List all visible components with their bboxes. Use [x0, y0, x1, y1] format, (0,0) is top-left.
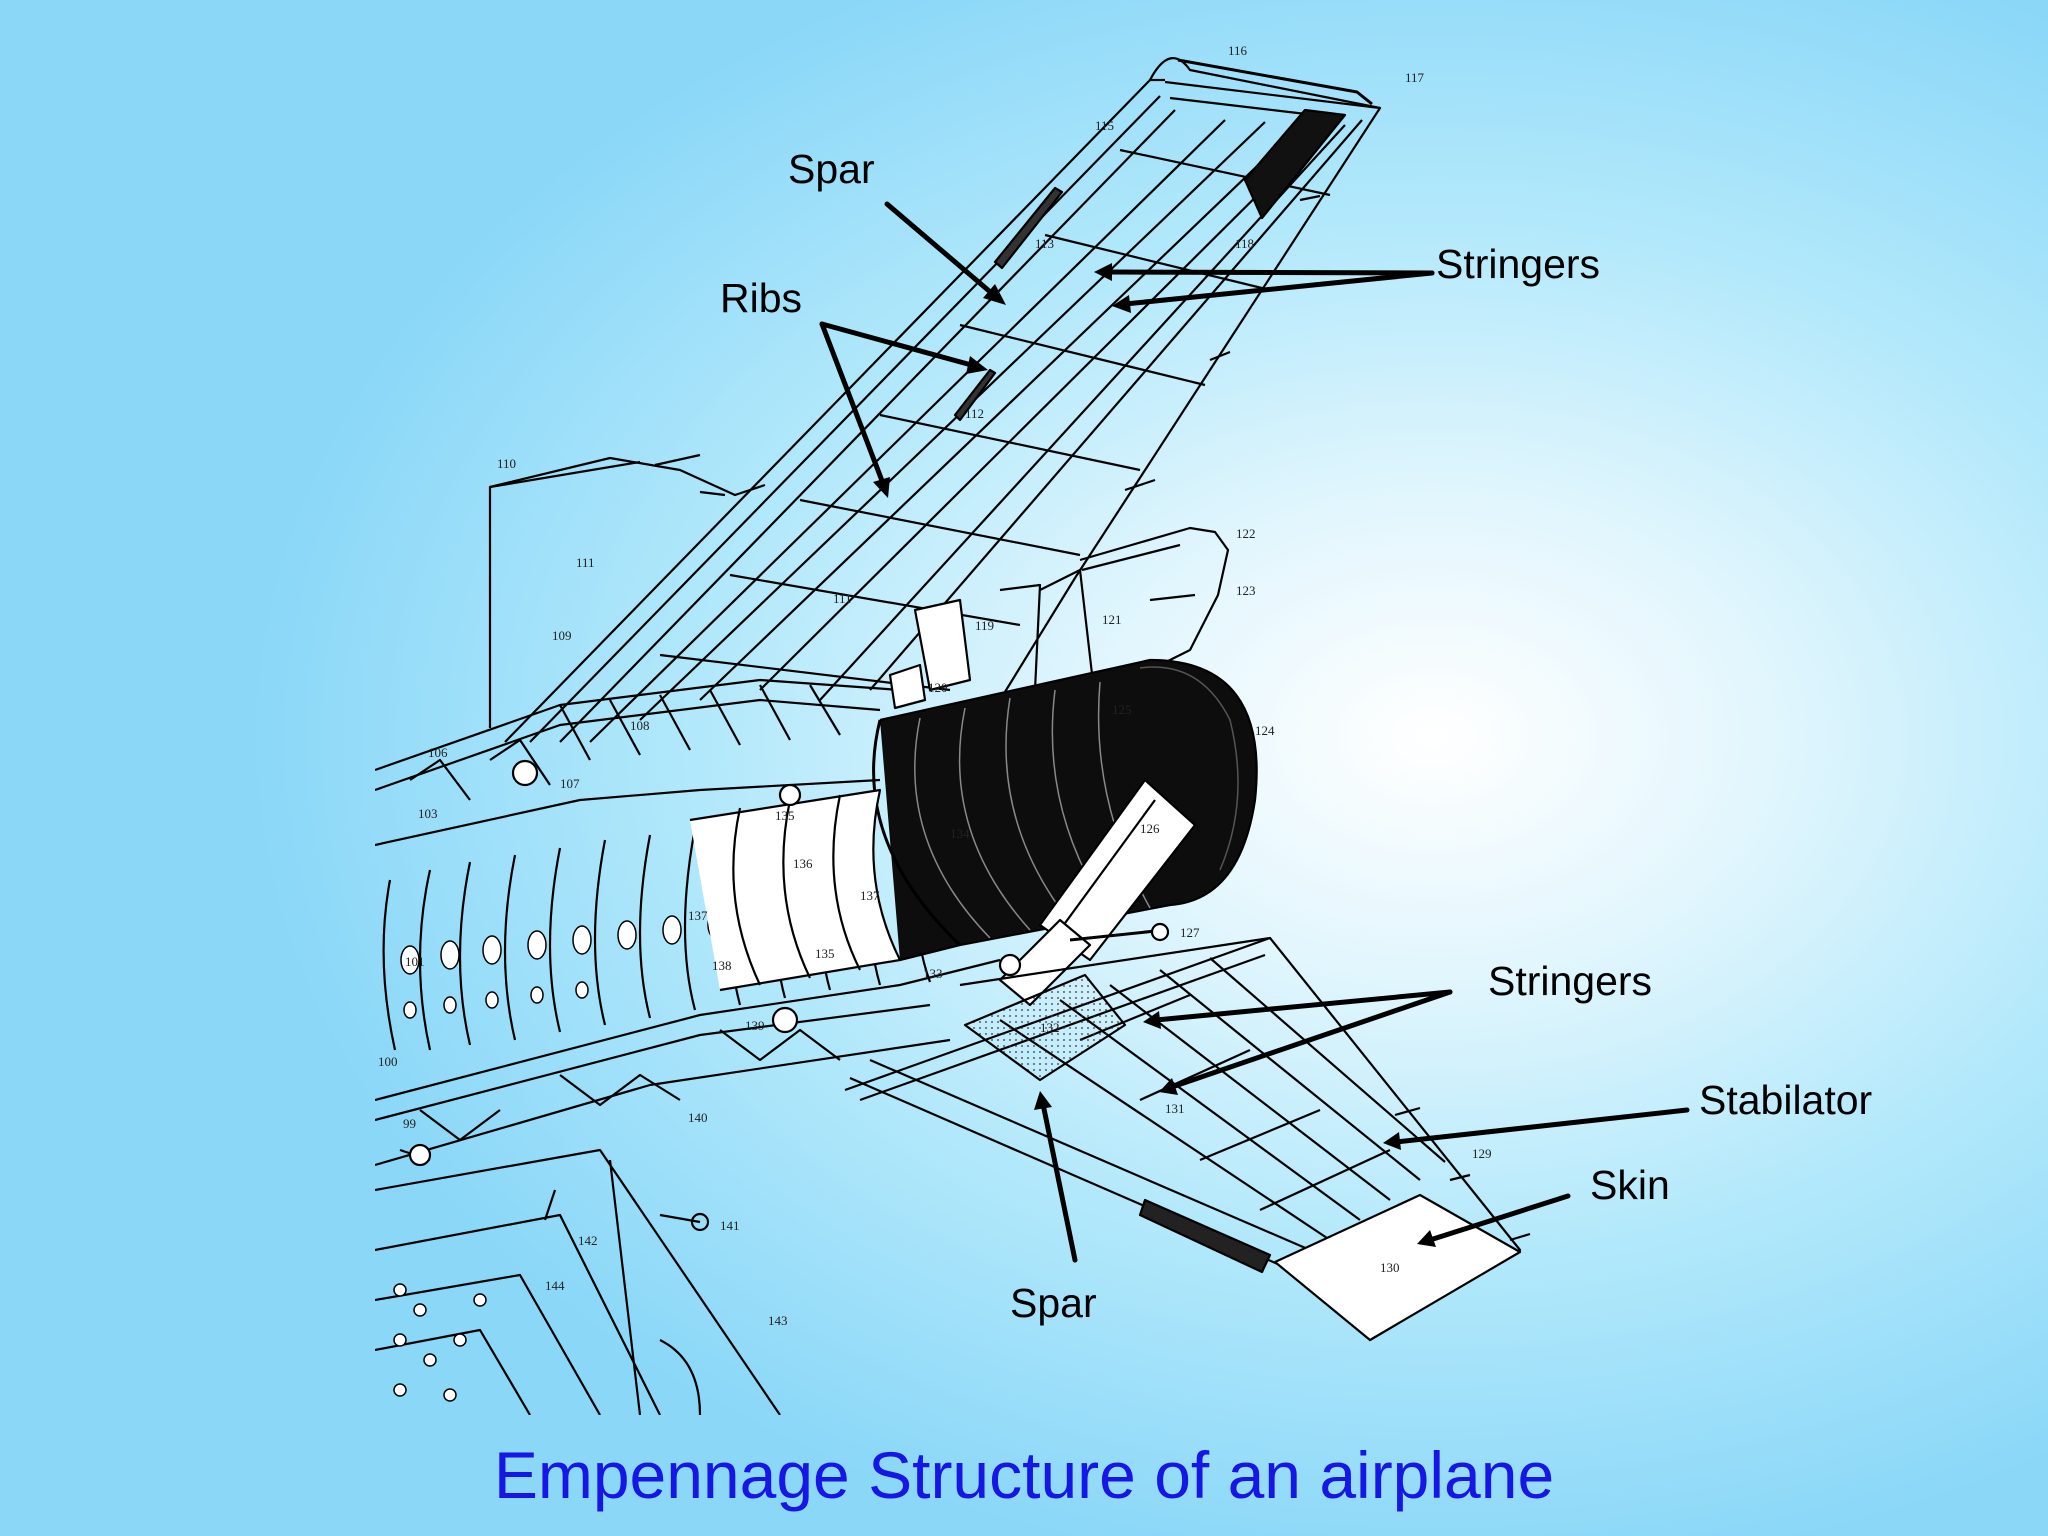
- part-number: 119: [975, 618, 994, 633]
- page-title: Empennage Structure of an airplane: [493, 1438, 1555, 1512]
- arrow-ribs: [819, 321, 988, 498]
- part-number: 111: [576, 555, 595, 570]
- part-number: 125: [1112, 702, 1132, 717]
- part-number: 139: [745, 1018, 765, 1033]
- part-number: 118: [1235, 236, 1254, 251]
- part-number: 113: [1035, 236, 1054, 251]
- part-number: 111: [833, 591, 852, 606]
- part-number: 101: [405, 954, 425, 969]
- part-number: 129: [1472, 1146, 1492, 1161]
- part-number: 117: [1405, 70, 1425, 85]
- fittings: [511, 598, 1022, 1034]
- part-number: 133: [923, 966, 943, 981]
- part-number: 138: [712, 958, 732, 973]
- part-number: 143: [768, 1313, 788, 1328]
- callout-stabilator: Stabilator: [1699, 1077, 1873, 1123]
- part-number: 127: [1180, 925, 1200, 940]
- part-number: 140: [688, 1110, 708, 1125]
- part-number: 109: [552, 628, 572, 643]
- part-number: 121: [1102, 612, 1122, 627]
- actuator: [998, 778, 1197, 1007]
- engine-nozzle: [689, 658, 1258, 992]
- part-number: 100: [378, 1054, 398, 1069]
- arrow-stringers-bottom: [1143, 989, 1453, 1095]
- part-number: 131: [1165, 1101, 1185, 1116]
- part-number: 134: [950, 826, 970, 841]
- part-number: 137: [860, 888, 880, 903]
- arrow-spar-bottom: [1034, 1091, 1078, 1263]
- part-number: 108: [630, 718, 650, 733]
- part-number: 142: [578, 1233, 598, 1248]
- vertical-fin: [504, 57, 1382, 743]
- callout-stringers-top: Stringers: [1436, 241, 1601, 287]
- part-number: 106: [428, 745, 448, 760]
- part-number: 99: [403, 1116, 416, 1131]
- arrow-stabilator: [1383, 1107, 1690, 1150]
- part-number: 116: [1228, 43, 1248, 58]
- part-number: 120: [928, 680, 948, 695]
- part-number: 126: [1140, 821, 1160, 836]
- part-number: 137: [688, 908, 708, 923]
- part-number: 124: [1255, 723, 1275, 738]
- part-number: 144: [545, 1278, 565, 1293]
- part-number: 130: [1380, 1260, 1400, 1275]
- dorsal-fairing: [488, 453, 766, 728]
- part-numbers: 116 117 115 113 118 112 110 111 111 109 …: [378, 43, 1492, 1328]
- part-number: 136: [793, 856, 813, 871]
- part-number: 122: [1236, 526, 1256, 541]
- part-number: 112: [965, 406, 984, 421]
- part-number: 115: [1095, 118, 1114, 133]
- part-number: 141: [720, 1218, 740, 1233]
- part-number: 123: [1236, 583, 1256, 598]
- part-number: 135: [815, 946, 835, 961]
- callout-ribs: Ribs: [720, 275, 803, 321]
- part-number: 135: [775, 808, 795, 823]
- part-number: 103: [418, 806, 438, 821]
- callout-spar-bottom: Spar: [1010, 1280, 1097, 1326]
- callout-stringers-bottom: Stringers: [1488, 958, 1653, 1004]
- arrow-skin: [1417, 1193, 1571, 1247]
- part-number: 132: [1040, 1020, 1060, 1035]
- arrow-spar-top: [884, 201, 1006, 305]
- part-number: 110: [497, 456, 516, 471]
- arrow-stringers-top: [1094, 263, 1435, 313]
- part-number: 107: [560, 776, 580, 791]
- callout-skin: Skin: [1590, 1162, 1670, 1208]
- callout-spar-top: Spar: [788, 146, 875, 192]
